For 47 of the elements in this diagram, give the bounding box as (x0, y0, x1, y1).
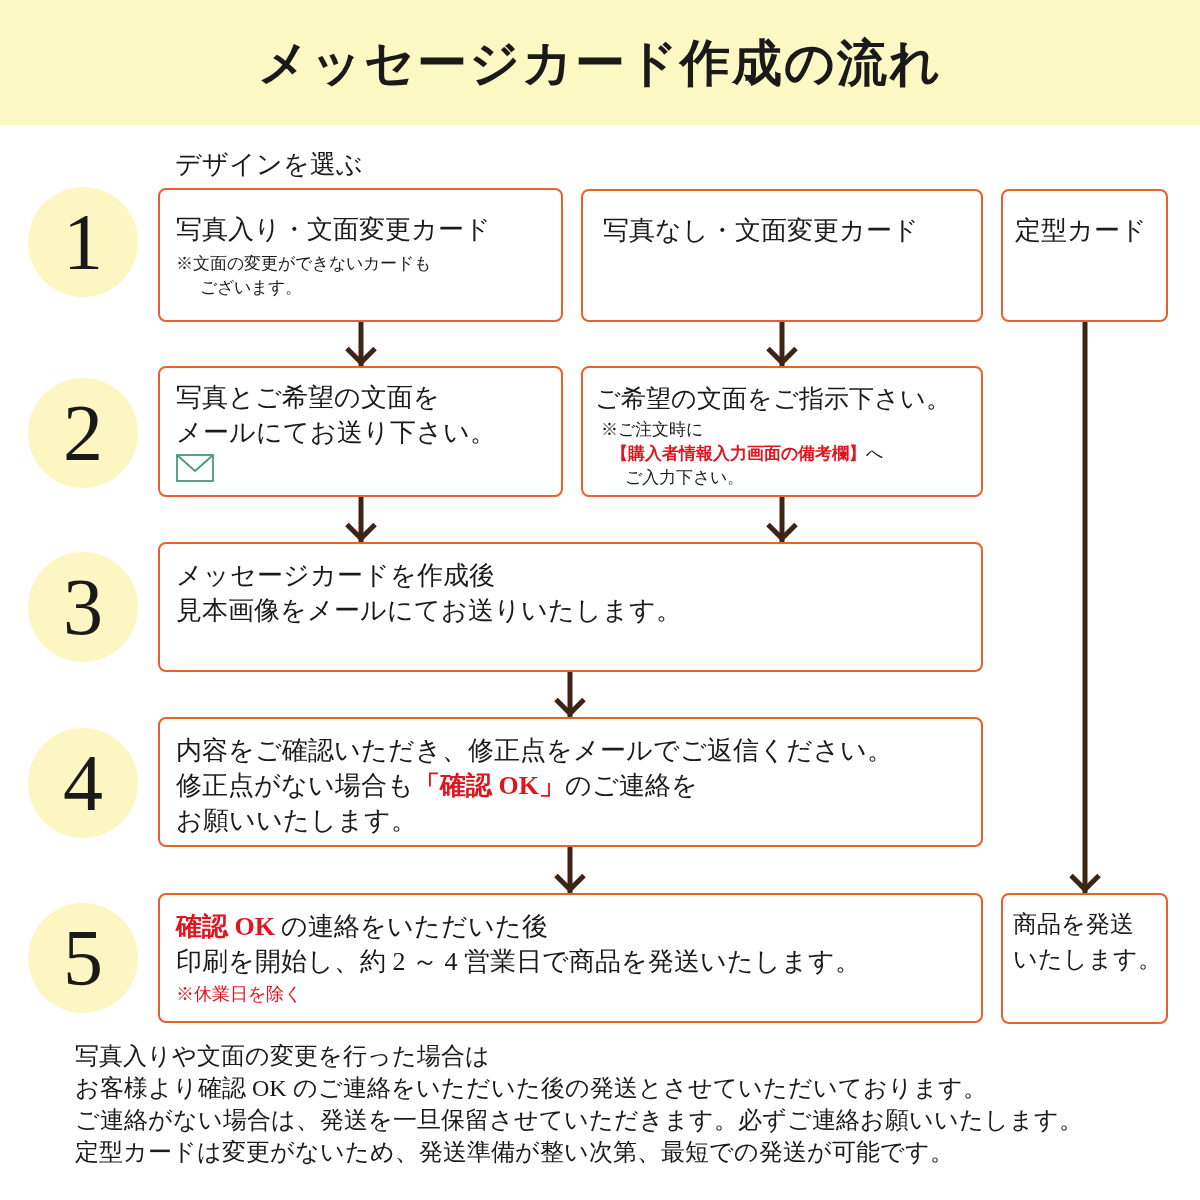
arrow (765, 322, 799, 366)
note-text: ※文面の変更ができないカードもございます。 (176, 253, 432, 299)
arrow (765, 497, 799, 542)
box-text: 見本画像をメールにてお送りいたします。 (176, 595, 682, 627)
title: メッセージカード作成の流れ (258, 33, 942, 93)
box-text: お願いいたします。 (176, 805, 417, 837)
step-box (158, 542, 983, 672)
step-number: 1 (63, 202, 103, 282)
note-text: 定型カードは変更がないため、発送準備が整い次第、最短での発送が可能です。 (75, 1138, 954, 1167)
box-text: メッセージカードを作成後 (176, 560, 495, 592)
step-number: 2 (63, 393, 103, 473)
note-text: 【購入者情報入力画面の備考欄】へ (610, 443, 883, 465)
step-box (158, 717, 983, 847)
step-box (158, 893, 983, 1023)
box-text: メールにてお送り下さい。 (176, 417, 496, 449)
step-box (581, 366, 983, 497)
note-text: ご連絡がない場合は、発送を一旦保留させていただきます。必ずご連絡お願いいたします。 (75, 1106, 1083, 1135)
box-text: 内容をご確認いただき、修正点をメールでご返信ください。 (176, 735, 893, 767)
box-text: 写真とご希望の文面を (176, 382, 440, 414)
note-text: ※休業日を除く (176, 983, 302, 1006)
box-text: いたします。 (1013, 945, 1162, 974)
note-text: ※ご注文時に (600, 419, 703, 441)
box-text: 確認 OK の連絡をいただいた後 (176, 911, 549, 943)
step-box (158, 366, 563, 497)
arrow (1068, 322, 1102, 893)
note-text: ご入力下さい。 (624, 467, 744, 489)
box-heading: 写真入り・文面変更カード (176, 214, 491, 246)
note-text: お客様より確認 OK のご連絡をいただいた後の発送とさせていただいております。 (75, 1074, 987, 1103)
step-number: 3 (63, 567, 103, 647)
box-text: 印刷を開始し、約 2 ～ 4 営業日で商品を発送いたします。 (176, 946, 861, 978)
step-number: 4 (63, 743, 103, 823)
step-number: 5 (63, 918, 103, 998)
box-heading: ご希望の文面をご指示下さい。 (595, 384, 951, 414)
arrow (553, 847, 587, 893)
box-text: 商品を発送 (1013, 910, 1134, 939)
box-text: 修正点がない場合も「確認 OK」のご連絡を (176, 770, 698, 802)
arrow (344, 497, 378, 542)
step-box (1001, 893, 1168, 1024)
step-box (158, 188, 563, 322)
note-text: 写真入りや文面の変更を行った場合は (75, 1042, 490, 1071)
step-box (1001, 189, 1168, 322)
arrow (553, 672, 587, 717)
step-box (581, 189, 983, 322)
box-heading: 定型カード (1015, 215, 1147, 247)
section-heading: デザインを選ぶ (175, 149, 363, 181)
box-heading: 写真なし・文面変更カード (603, 215, 919, 247)
arrow (344, 322, 378, 366)
